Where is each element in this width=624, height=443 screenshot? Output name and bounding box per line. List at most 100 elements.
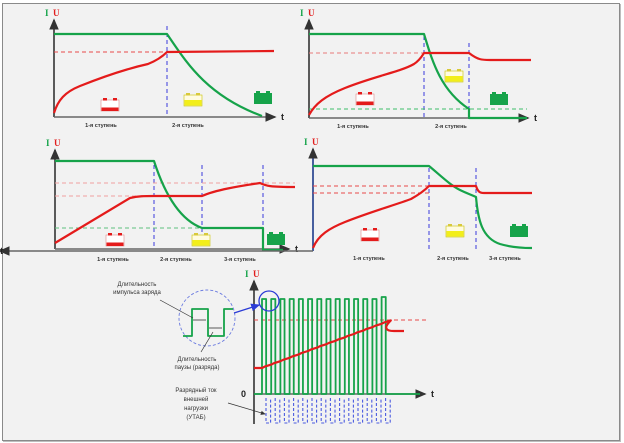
battery-full-icon	[510, 224, 528, 237]
battery-terminal	[256, 91, 260, 94]
battery-terminal	[368, 92, 372, 95]
highlight-circle	[258, 290, 280, 312]
stage-label: 1-я ступень	[337, 124, 369, 130]
annotation-discharge-current: Разрядный ток	[175, 387, 217, 394]
battery-full-icon	[267, 232, 285, 245]
annotation-leader	[227, 402, 266, 415]
battery-terminal	[522, 224, 526, 227]
pointer-arrow	[233, 303, 261, 314]
axis-label-voltage: U	[253, 269, 260, 279]
annotation-pause-duration: паузы (разряда)	[175, 365, 220, 371]
axis-label-time: t	[281, 112, 284, 122]
battery-fill	[101, 107, 119, 111]
zero-label: 0	[241, 389, 246, 399]
axis-label-voltage: U	[53, 8, 60, 18]
axis-label-voltage: U	[308, 8, 315, 18]
battery-terminal	[196, 93, 200, 96]
voltage-curve	[308, 51, 531, 116]
battery-body	[254, 93, 272, 104]
axis-label-time: t	[0, 246, 3, 256]
battery-fill	[446, 231, 464, 237]
stage-label: 2-я ступень	[172, 123, 204, 129]
battery-body	[490, 94, 508, 105]
battery-half-icon	[191, 233, 211, 247]
battery-fill	[192, 240, 210, 246]
annotation-discharge-current: (УТАБ)	[186, 415, 205, 421]
battery-terminal	[448, 224, 452, 227]
battery-empty-icon	[105, 233, 125, 247]
battery-terminal	[358, 92, 362, 95]
axis-label-current: I	[245, 269, 249, 279]
battery-terminal	[204, 233, 208, 236]
battery-terminal	[266, 91, 270, 94]
battery-fill	[356, 101, 374, 105]
battery-half-icon	[444, 69, 464, 83]
battery-terminal	[113, 98, 117, 101]
annotation-discharge-current: нагрузки	[184, 406, 208, 412]
battery-terminal	[103, 98, 107, 101]
battery-full-icon	[490, 92, 508, 105]
stage-label: 1-я ступень	[353, 256, 385, 262]
annotation-pause-duration: Длительность	[178, 357, 217, 363]
current-curve	[55, 159, 283, 252]
battery-terminal	[458, 224, 462, 227]
annotation-leader	[200, 331, 214, 353]
axis-label-time: t	[431, 389, 434, 399]
annotation-pulse-duration: Длительность	[118, 282, 157, 288]
battery-half-icon	[445, 224, 465, 238]
stage-label: 3-я ступень	[224, 257, 256, 263]
stage-label: 3-я ступень	[489, 256, 521, 262]
battery-body	[267, 234, 285, 245]
battery-terminal	[492, 92, 496, 95]
axis-label-time: t	[295, 244, 298, 254]
stage-label: 2-я ступень	[435, 124, 467, 130]
axis-label-current: I	[46, 138, 50, 148]
detail-circle	[178, 289, 236, 347]
battery-half-icon	[183, 93, 203, 107]
battery-full-icon	[254, 91, 272, 104]
annotation-discharge-current: внешней	[184, 396, 209, 403]
battery-body	[510, 226, 528, 237]
battery-fill	[106, 242, 124, 246]
battery-terminal	[186, 93, 190, 96]
detail-pulse	[183, 308, 233, 337]
battery-empty-icon	[100, 98, 120, 112]
discharge-pulses	[265, 398, 391, 424]
axis-label-current: I	[304, 137, 308, 147]
stage-label: 2-я ступень	[160, 257, 192, 263]
axis-label-time: t	[534, 113, 537, 123]
voltage-curve	[311, 184, 532, 249]
current-pulses	[254, 296, 420, 395]
current-curve	[309, 32, 527, 120]
battery-terminal	[363, 228, 367, 231]
current-curve	[313, 164, 533, 250]
battery-terminal	[118, 233, 122, 236]
annotation-pulse-duration: импульса заряда	[113, 290, 161, 296]
battery-empty-icon	[355, 92, 375, 106]
battery-terminal	[502, 92, 506, 95]
battery-terminal	[108, 233, 112, 236]
current-curve	[54, 32, 263, 118]
battery-fill	[445, 76, 463, 82]
axis-label-current: I	[300, 8, 304, 18]
battery-fill	[184, 100, 202, 106]
battery-terminal	[512, 224, 516, 227]
battery-terminal	[447, 69, 451, 72]
annotation-leader	[159, 299, 194, 319]
battery-terminal	[373, 228, 377, 231]
stage-label: 2-я ступень	[437, 256, 469, 262]
axis-label-voltage: U	[312, 137, 319, 147]
battery-fill	[361, 237, 379, 241]
battery-terminal	[194, 233, 198, 236]
voltage-curve	[54, 181, 296, 244]
voltage-curve	[52, 49, 275, 114]
battery-terminal	[279, 232, 283, 235]
battery-empty-icon	[360, 228, 380, 242]
axis-label-voltage: U	[54, 138, 61, 148]
axis-label-current: I	[45, 8, 49, 18]
